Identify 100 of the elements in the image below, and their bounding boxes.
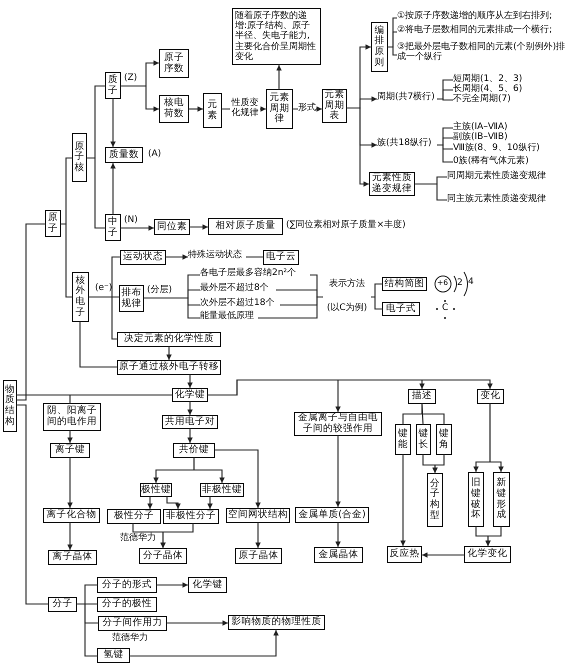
arrow <box>167 620 228 626</box>
side-note: (N) <box>124 216 138 226</box>
connector-line <box>87 157 105 229</box>
arrow <box>160 524 194 548</box>
concept-text: (以C为例) <box>326 304 368 314</box>
arrow <box>166 497 181 509</box>
connector-line <box>415 183 447 201</box>
shell-number: 2 <box>457 279 463 288</box>
concept-box: 编排原则 <box>371 22 388 72</box>
arrow <box>193 458 225 483</box>
arrow <box>147 497 153 509</box>
concept-box: 原子晶体 <box>235 548 282 564</box>
concept-box: 质子 <box>105 72 121 99</box>
concept-text: 同主族元素性质递变规律 <box>447 195 565 206</box>
concept-box: 原子 <box>45 210 61 237</box>
concept-box: 金属晶体 <box>314 547 363 563</box>
arrow <box>187 429 193 443</box>
side-note: (e⁻) <box>95 284 112 294</box>
connector-line <box>258 296 323 319</box>
arrow <box>335 436 341 507</box>
concept-text: 0族(稀有气体元素) <box>453 157 558 167</box>
concept-text: 长周期(4、5、6) <box>453 85 533 95</box>
arrow <box>187 375 193 388</box>
connector-line <box>69 394 172 403</box>
arrow <box>208 379 493 396</box>
arrow <box>432 455 445 473</box>
concept-text: 表示方法 <box>329 280 365 290</box>
side-note: (分层) <box>147 286 172 296</box>
concept-box: 分子晶体 <box>139 548 187 564</box>
concept-box: 相对原子质量 <box>208 218 283 235</box>
concept-box: 空间网状结构 <box>226 508 290 523</box>
concept-box: 金属单质(合金) <box>295 507 369 523</box>
concept-text: 能量最低原理 <box>200 312 258 324</box>
shell-number: 4 <box>468 278 474 287</box>
concept-text: 周期(共7横行) <box>377 93 437 105</box>
connector-line <box>79 322 117 368</box>
concept-box: 分子的极性 <box>97 597 157 612</box>
concept-box: 核电荷数 <box>159 95 189 123</box>
concept-box: 影响物质的物理性质 <box>228 615 325 630</box>
side-note: (Z) <box>124 74 138 84</box>
arrow <box>400 455 406 546</box>
concept-box: 排布规律 <box>119 285 144 312</box>
connector-line <box>421 404 445 424</box>
connector-line <box>371 296 382 310</box>
arrow <box>335 523 341 547</box>
concept-text: 各电子层最多容纳2n²个 <box>200 269 310 281</box>
concept-box: 化学变化 <box>464 546 511 563</box>
concept-box: 共价键 <box>173 443 215 458</box>
concept-box: 共用电子对 <box>162 415 218 429</box>
arrow <box>67 458 73 508</box>
concept-box: 氢键 <box>97 648 130 663</box>
arrow <box>166 254 188 260</box>
concept-box: 元素性质递变规律 <box>369 172 415 196</box>
arrow <box>190 224 208 230</box>
concept-box: 质量数 <box>105 147 143 163</box>
concept-box: 金属离子与自由电子间的较强作用 <box>294 412 382 436</box>
arrow <box>67 523 73 550</box>
concept-box: 反应热 <box>387 546 422 563</box>
concept-text: 特殊运动状态 <box>188 251 246 263</box>
connector-line <box>437 98 453 101</box>
concept-box: 离子键 <box>50 443 90 458</box>
concept-box: 旧键破坏 <box>468 472 484 527</box>
concept-box: 核外电子 <box>72 272 89 322</box>
concept-box: 描述 <box>408 389 436 404</box>
concept-text: Ⅷ族(8、9、10纵行) <box>453 144 553 154</box>
arrow <box>121 85 159 112</box>
concept-box: 中子 <box>105 214 121 241</box>
connector-line <box>17 223 45 401</box>
arrow <box>189 106 203 112</box>
concept-box: 随着原子序数的递增:原子结构、原子半径、失电子能力,主要化合价呈周期性变化 <box>232 8 321 65</box>
concept-box: 离子化合物 <box>43 508 100 523</box>
concept-text: ②将电子层数相同的元素排成一个横行; <box>397 26 567 38</box>
concept-box: 结构简图 <box>382 277 427 291</box>
concept-box: 元素周期表 <box>322 89 347 123</box>
concept-box: 分子构型 <box>427 473 443 527</box>
connector-line <box>388 46 397 56</box>
concept-box: 电子云 <box>263 250 299 265</box>
concept-text: 次外层不超过18个 <box>200 299 280 311</box>
concept-box: 阴、阳离子间的电作用 <box>43 403 101 431</box>
arrow <box>187 402 193 415</box>
concept-box: 原子通过核外电子转移 <box>117 360 221 375</box>
concept-box: 电子式 <box>382 302 420 316</box>
connector-line <box>61 223 72 298</box>
concept-box: 非极性键 <box>200 483 244 497</box>
concept-box: 分子 <box>48 597 77 612</box>
connector-line <box>89 296 117 340</box>
edge-label: 性质变化规律 <box>230 98 260 119</box>
element-symbol: C <box>442 304 448 313</box>
concept-box: 分子间作用力 <box>98 616 167 631</box>
arrow <box>422 552 464 558</box>
arrow <box>67 431 73 443</box>
concept-box: 分子的形式 <box>97 577 157 593</box>
arrow <box>110 99 116 147</box>
concept-text: 副族(ⅠB–ⅦB) <box>453 133 543 143</box>
arrow <box>110 163 116 214</box>
concept-box: 元素周期律 <box>266 89 293 129</box>
concept-box: 运动状态 <box>120 250 166 265</box>
concept-text: 短周期(1、2、3) <box>453 75 533 85</box>
concept-box: 原子核 <box>72 133 87 182</box>
connector-line <box>17 404 48 605</box>
